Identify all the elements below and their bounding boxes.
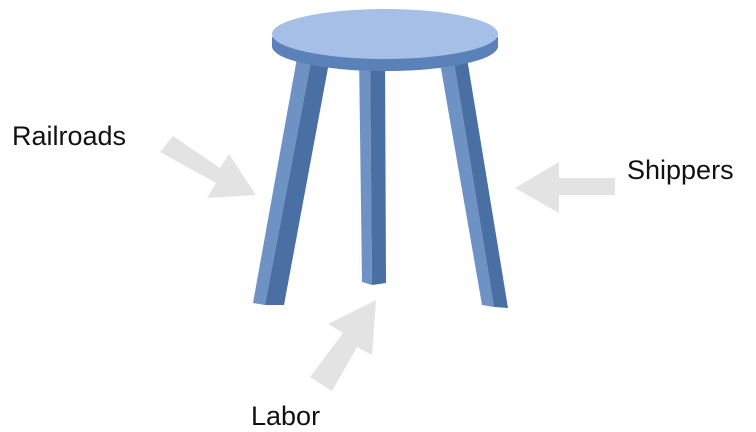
stool-seat (272, 9, 498, 71)
stool (253, 9, 508, 308)
arrows (160, 136, 615, 391)
label-railroads: Railroads (12, 123, 126, 150)
stool-leg-right (439, 56, 508, 308)
arrow-railroads (160, 136, 256, 198)
stool-leg-middle (359, 54, 386, 285)
stool-leg-left (253, 56, 330, 305)
label-labor: Labor (251, 403, 320, 430)
arrow-shippers (515, 162, 615, 213)
label-shippers: Shippers (627, 157, 734, 184)
arrow-labor (310, 300, 376, 391)
